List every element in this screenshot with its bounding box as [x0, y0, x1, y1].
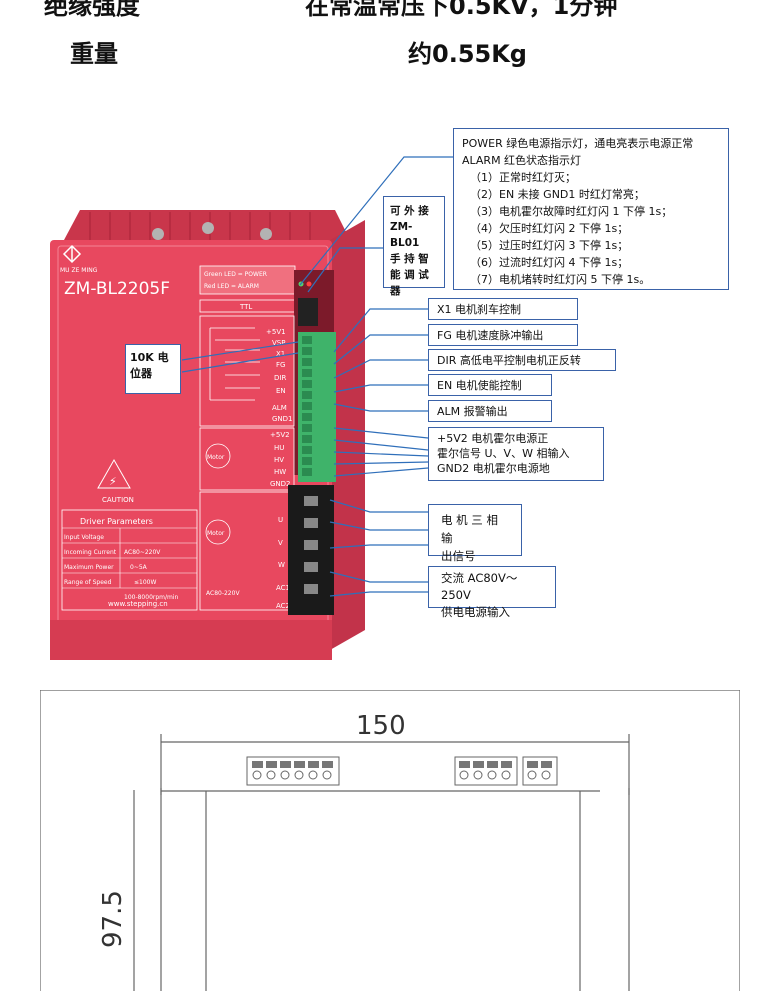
- url-text: www.stepping.cn: [108, 600, 168, 608]
- debugger-callout: 可 外 接 ZM-BL01 手 持 智 能 调 试 器: [383, 196, 445, 297]
- ttl-label: TTL: [239, 303, 252, 311]
- svg-text:Motor: Motor: [207, 530, 225, 537]
- spec-value: 在常温常压下0.5KV，1分钟: [305, 0, 618, 20]
- svg-text:V: V: [278, 539, 283, 547]
- ac-input-callout: 交流 AC80V～250V 供电电源输入: [428, 566, 556, 619]
- model-name: ZM-BL2205F: [64, 279, 170, 299]
- svg-text:AC2: AC2: [276, 602, 290, 610]
- pin-label: X1: [276, 350, 285, 358]
- svg-text:Range of Speed: Range of Speed: [64, 579, 112, 586]
- spec-row-weight: 重量 约0.55Kg: [0, 34, 762, 74]
- pin-label: DIR: [274, 374, 286, 382]
- caution-label: CAUTION: [102, 496, 134, 504]
- svg-text:Maximum Power: Maximum Power: [64, 564, 114, 571]
- hall-callout: +5V2 电机霍尔电源正 霍尔信号 U、V、W 相输入 GND2 电机霍尔电源地: [428, 427, 604, 481]
- spec-value: 约0.55Kg: [408, 40, 527, 68]
- pin-label: VSP: [272, 339, 285, 347]
- motor-label: Motor: [207, 454, 225, 461]
- alm-callout: ALM 报警输出: [428, 400, 552, 422]
- pin-label: GND2: [270, 480, 291, 488]
- pin-label: GND1: [272, 415, 293, 423]
- svg-text:W: W: [278, 561, 285, 569]
- spec-key: 绝缘强度: [44, 0, 140, 20]
- params-table: [61, 509, 198, 611]
- x1-callout: X1 电机刹车控制: [428, 298, 578, 320]
- pin-label: ALM: [272, 404, 287, 412]
- led-green-label: Green LED = POWER: [204, 271, 267, 278]
- pin-label: EN: [276, 387, 286, 395]
- en-callout: EN 电机使能控制: [428, 374, 552, 396]
- svg-text:Incoming Current: Incoming Current: [64, 549, 117, 556]
- power-alarm-callout: POWER 绿色电源指示灯，通电亮表示电源正常 ALARM 红色状态指示灯 （1…: [453, 128, 729, 290]
- spec-row-insulation: 绝缘强度 在常温常压下0.5KV，1分钟: [0, 0, 762, 26]
- dir-callout: DIR 高低电平控制电机正反转: [428, 349, 616, 371]
- motor-output-callout: 电 机 三 相 输 出信号: [428, 504, 522, 563]
- dimension-drawing: [40, 690, 740, 991]
- width-dimension: 150: [356, 711, 406, 741]
- svg-text:≤100W: ≤100W: [134, 579, 156, 586]
- pin-label: +5V2: [270, 431, 290, 439]
- potentiometer-callout: 10K 电 位器: [125, 344, 181, 394]
- ttl-port: [298, 298, 318, 326]
- svg-text:100-8000rpm/min: 100-8000rpm/min: [124, 594, 179, 601]
- pin-label: HW: [274, 468, 286, 476]
- brand-text: MU ZE MING: [60, 267, 98, 274]
- pin-label: FG: [276, 361, 285, 369]
- svg-text:0~5A: 0~5A: [130, 564, 148, 571]
- pin-label: HU: [274, 444, 284, 452]
- fg-callout: FG 电机速度脉冲输出: [428, 324, 578, 346]
- warning-icon: [97, 458, 131, 489]
- svg-text:U: U: [278, 516, 283, 524]
- brand-logo: [62, 244, 82, 264]
- height-dimension: 97.5: [98, 890, 128, 948]
- led-red-label: Red LED = ALARM: [204, 283, 259, 290]
- driver-photo: MU ZE MING ZM-BL2205F Green LED = POWER …: [50, 210, 365, 660]
- pin-label: +5V1: [266, 328, 286, 336]
- params-title: Driver Parameters: [80, 517, 153, 526]
- spec-key: 重量: [70, 40, 118, 68]
- svg-text:⚡: ⚡: [109, 475, 117, 488]
- svg-text:AC1: AC1: [276, 584, 290, 592]
- pin-label: HV: [274, 456, 284, 464]
- svg-text:AC80-220V: AC80-220V: [206, 590, 240, 597]
- alarm-led: [306, 281, 312, 287]
- driver-face: [50, 240, 332, 660]
- svg-text:AC80~220V: AC80~220V: [124, 549, 161, 556]
- svg-text:Input Voltage: Input Voltage: [64, 534, 104, 541]
